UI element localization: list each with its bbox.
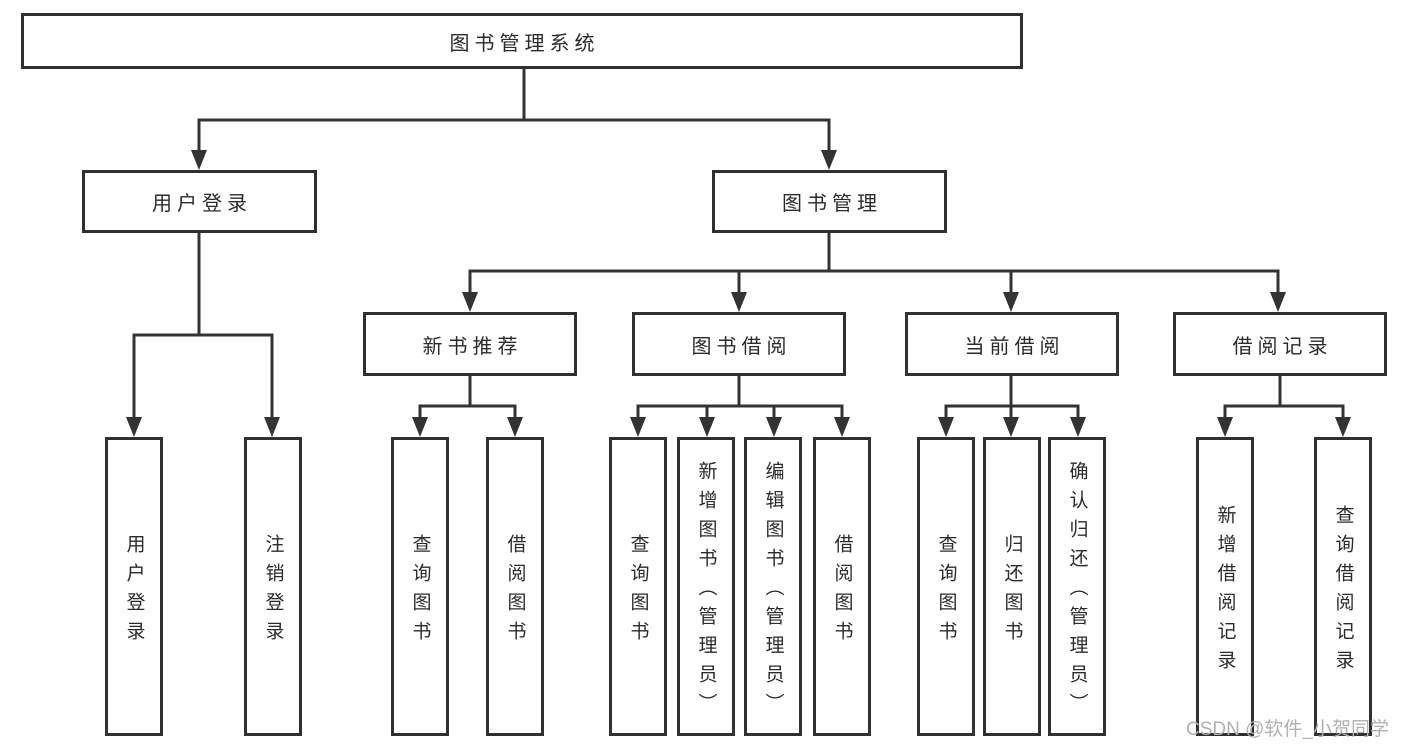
leaf-query-books-current: 查询图书 (917, 437, 975, 736)
node-borrowing-records: 借阅记录 (1173, 312, 1387, 376)
leaf-confirm-return-admin: 确认归还（管理员） (1048, 437, 1106, 736)
leaf-query-borrow-record: 查询借阅记录 (1314, 437, 1372, 736)
leaf-add-books-admin: 新增图书（管理员） (677, 437, 735, 736)
leaf-logout-label: 注销登录 (262, 533, 284, 650)
leaf-query-books-borrow-label: 查询图书 (627, 533, 649, 650)
leaf-add-books-admin-label: 新增图书（管理员） (695, 461, 717, 722)
node-new-book-recommendation: 新书推荐 (363, 312, 577, 376)
csdn-watermark: CSDN @软件_小贺同学 (1186, 719, 1389, 740)
leaf-user-login-label: 用户登录 (123, 533, 145, 650)
leaf-confirm-return-admin-label: 确认归还（管理员） (1066, 461, 1088, 722)
leaf-query-books-borrow: 查询图书 (609, 437, 667, 736)
leaf-borrow-books-label: 借阅图书 (831, 533, 853, 650)
leaf-return-books-label: 归还图书 (1001, 533, 1023, 650)
leaf-borrow-books: 借阅图书 (813, 437, 871, 736)
leaf-add-borrow-record: 新增借阅记录 (1196, 437, 1254, 736)
leaf-borrow-books-recommend: 借阅图书 (486, 437, 544, 736)
leaf-query-books-recommend: 查询图书 (391, 437, 449, 736)
node-library-system: 图书管理系统 (21, 13, 1023, 69)
node-current-borrowing: 当前借阅 (905, 312, 1119, 376)
leaf-query-borrow-record-label: 查询借阅记录 (1332, 504, 1354, 679)
node-book-borrowing: 图书借阅 (632, 312, 846, 376)
leaf-return-books: 归还图书 (983, 437, 1041, 736)
leaf-logout: 注销登录 (244, 437, 302, 736)
node-book-management: 图书管理 (712, 170, 947, 233)
leaf-query-books-current-label: 查询图书 (935, 533, 957, 650)
leaf-add-borrow-record-label: 新增借阅记录 (1214, 504, 1236, 679)
node-user-login: 用户登录 (82, 170, 317, 233)
leaf-edit-books-admin: 编辑图书（管理员） (744, 437, 802, 736)
leaf-borrow-books-recommend-label: 借阅图书 (504, 533, 526, 650)
leaf-edit-books-admin-label: 编辑图书（管理员） (762, 461, 784, 722)
leaf-query-books-recommend-label: 查询图书 (409, 533, 431, 650)
leaf-user-login: 用户登录 (105, 437, 163, 736)
